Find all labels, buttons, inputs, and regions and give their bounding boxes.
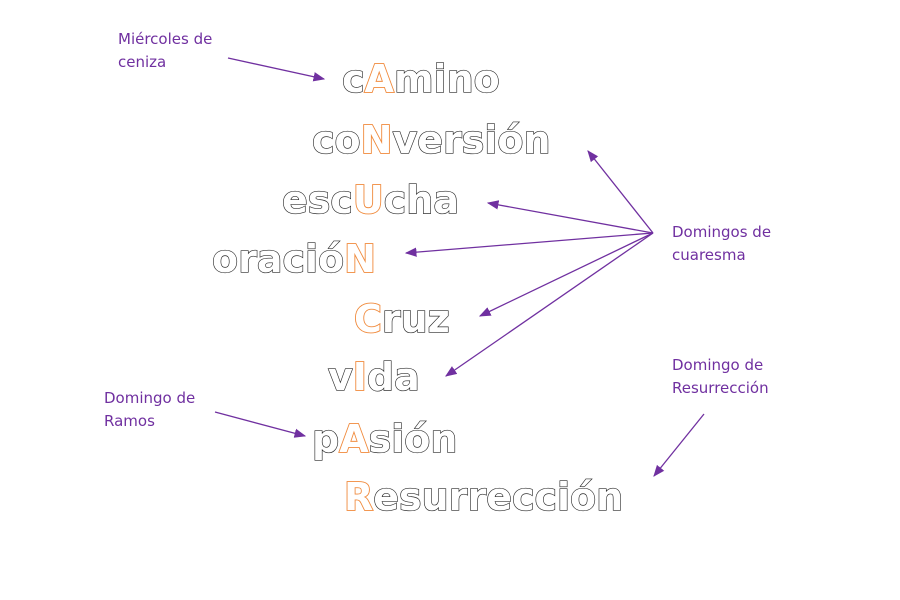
highlight-letter: C <box>354 297 382 341</box>
word-cruz: Cruz <box>354 297 450 341</box>
annotation-line: Domingos de <box>672 223 771 241</box>
annotation-line: Resurrección <box>672 379 769 397</box>
acrostic-words: cAmino coNversión escUcha oracióN Cruz v… <box>211 56 624 520</box>
arrow-domingos-escucha <box>486 200 654 234</box>
arrow-domingos-vida <box>445 232 654 377</box>
highlight-letter: R <box>344 475 373 519</box>
arrow-resurreccion <box>653 413 705 477</box>
annotation-domingos: Domingos de cuaresma <box>672 223 771 264</box>
highlight-letter: I <box>353 355 367 399</box>
highlight-letter: N <box>361 118 393 162</box>
word-camino: cAmino <box>342 57 500 101</box>
word-pasion: pAsión <box>312 417 457 461</box>
annotation-line: Miércoles de <box>118 30 212 48</box>
word-vida: vIda <box>328 355 420 399</box>
annotation-resurreccion: Domingo de Resurrección <box>672 356 769 397</box>
annotation-line: Domingo de <box>104 389 195 407</box>
highlight-letter: N <box>344 237 376 281</box>
arrow-domingos-cruz <box>478 232 654 317</box>
word-oracion: oracióN <box>212 237 376 281</box>
highlight-letter: A <box>365 57 395 101</box>
annotation-ramos: Domingo de Ramos <box>104 389 195 430</box>
arrow-miercoles <box>227 57 326 82</box>
annotation-line: cuaresma <box>672 246 746 264</box>
annotation-line: ceniza <box>118 53 166 71</box>
arrow-ramos <box>214 411 307 438</box>
annotation-line: Ramos <box>104 412 155 430</box>
arrows <box>214 57 705 477</box>
annotation-miercoles: Miércoles de ceniza <box>118 30 212 71</box>
highlight-letter: A <box>339 417 369 461</box>
arrow-domingos-conversion <box>587 150 654 234</box>
word-escucha: escUcha <box>282 178 459 222</box>
highlight-letter: U <box>353 178 384 222</box>
arrow-domingos-oracion <box>404 232 654 257</box>
annotation-line: Domingo de <box>672 356 763 374</box>
word-conversion: coNversión <box>312 118 551 162</box>
word-resurreccion: Resurrección <box>344 475 623 519</box>
